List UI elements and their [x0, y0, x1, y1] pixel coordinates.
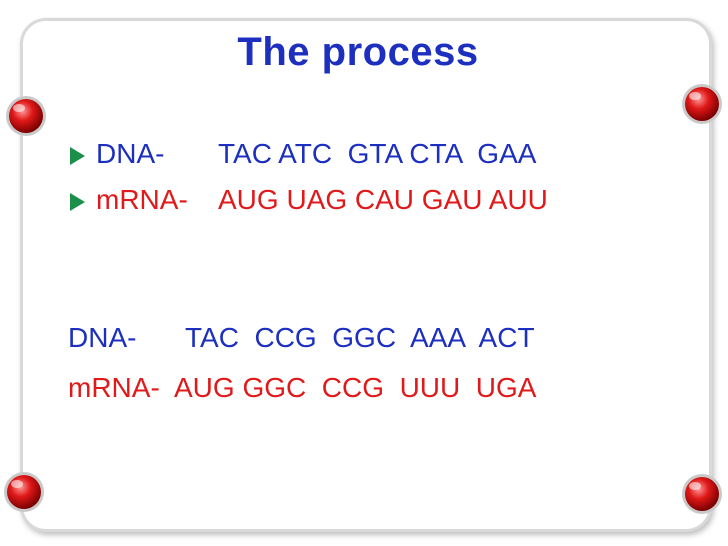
red-pushpin-icon: [4, 472, 44, 512]
bullet-sequence: AUG UAG CAU GAU AUU: [218, 184, 548, 215]
slide-title: The process: [237, 30, 479, 74]
line-label: mRNA-: [68, 372, 160, 403]
line-sequence: AUG GGC CCG UUU UGA: [174, 372, 537, 403]
red-pushpin-icon: [6, 96, 46, 136]
green-triangle-bullet-icon: [70, 193, 85, 211]
line-sequence: TAC CCG GGC AAA ACT: [185, 322, 535, 353]
red-pushpin-icon: [682, 474, 722, 514]
bullet-label: mRNA-: [96, 184, 188, 215]
bullet-label: DNA-: [96, 138, 165, 169]
bullet-sequence: TAC ATC GTA CTA GAA: [218, 138, 537, 169]
green-triangle-bullet-icon: [70, 147, 85, 165]
slide-frame: [20, 18, 712, 532]
line-label: DNA-: [68, 322, 137, 353]
red-pushpin-icon: [682, 84, 722, 124]
